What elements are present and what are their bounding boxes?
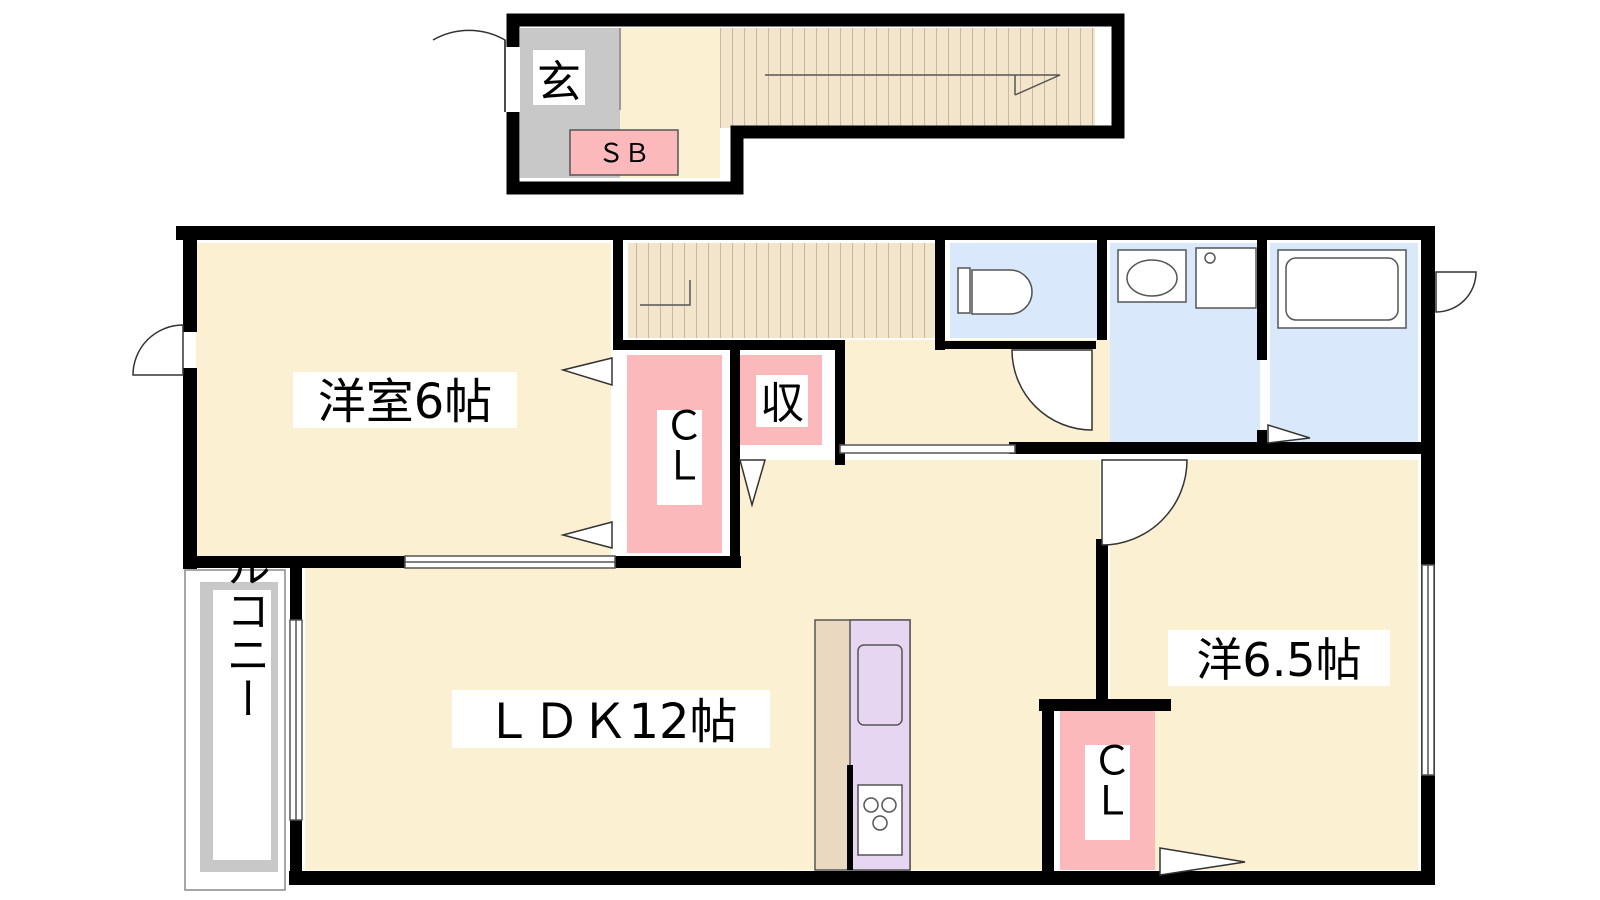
western-room-1-label: 洋室6帖 xyxy=(318,374,493,430)
entrance-block: ＳＢ 玄 xyxy=(432,13,1125,195)
closet-2-door[interactable] xyxy=(1159,847,1246,876)
entrance-stairs xyxy=(720,28,1095,128)
bathroom-window-door[interactable] xyxy=(1435,271,1477,313)
closet-1-door-a[interactable] xyxy=(560,357,613,387)
entrance-label: 玄 xyxy=(537,57,581,108)
storage-label: 収 xyxy=(760,378,804,429)
room2-door[interactable] xyxy=(1101,459,1188,546)
stairs-arrow xyxy=(765,74,1061,96)
main-floor: バルコニー ＣＬ 収 xyxy=(132,226,1477,891)
closet-1-door-b[interactable] xyxy=(560,521,613,549)
main-stairs xyxy=(628,243,938,338)
entrance-walls xyxy=(506,13,1125,195)
shoe-box-label: ＳＢ xyxy=(598,139,650,169)
kitchen-sink xyxy=(857,644,903,726)
room1-door[interactable] xyxy=(132,324,184,376)
windows xyxy=(289,444,1435,821)
bathroom-door[interactable] xyxy=(1267,423,1311,444)
toilet-door[interactable] xyxy=(1011,349,1093,431)
storage-door[interactable] xyxy=(739,459,766,508)
closet-2-label: ＣＬ xyxy=(1085,740,1131,820)
stove xyxy=(857,784,903,856)
doors[interactable] xyxy=(132,271,1477,876)
closet-1-label: ＣＬ xyxy=(657,405,703,485)
western-room-2-label: 洋6.5帖 xyxy=(1196,633,1361,687)
entrance-door[interactable] xyxy=(432,29,506,112)
ldk-label: ＬＤＫ12帖 xyxy=(484,694,737,750)
toilet xyxy=(971,269,1033,315)
shoe-box xyxy=(569,129,679,176)
